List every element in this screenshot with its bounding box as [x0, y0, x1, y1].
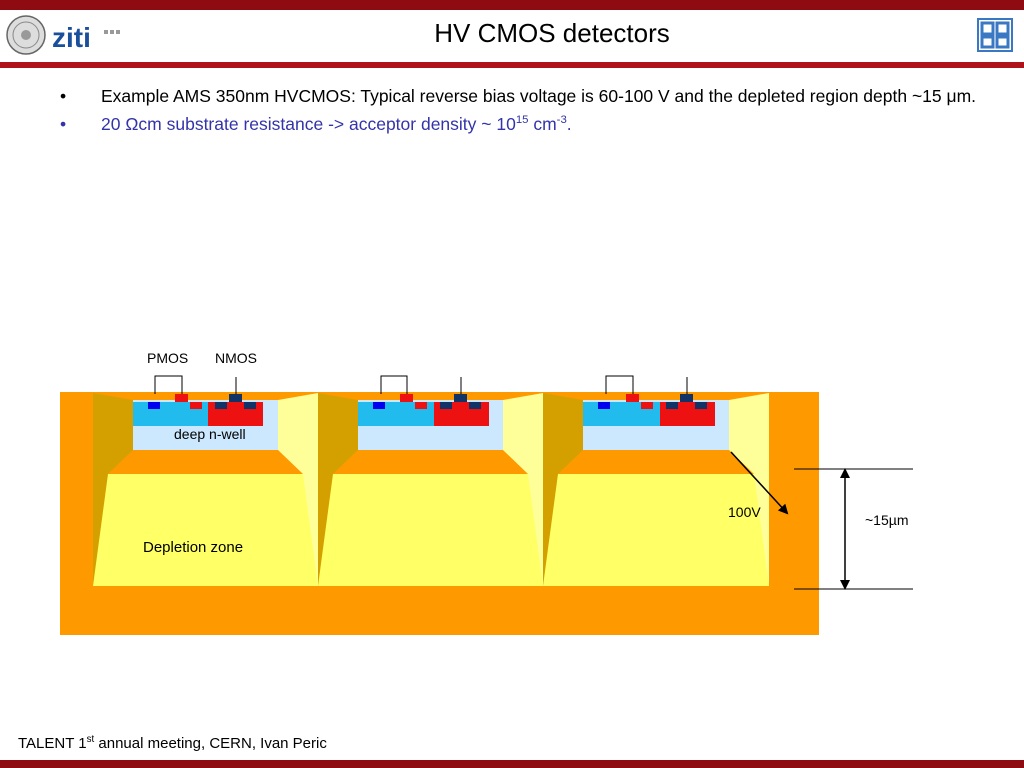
pmos-source [373, 402, 385, 409]
footer-sup: st [86, 734, 95, 745]
footer-bar [0, 760, 1024, 768]
depletion-side-dark [93, 393, 133, 586]
pmos-wire [380, 375, 408, 394]
nmos-source [666, 402, 678, 409]
pixel-cell-2 [318, 375, 543, 586]
deep-n-well [133, 400, 278, 450]
depletion-zone [93, 474, 318, 586]
pmos-wire [605, 375, 634, 394]
nmos-drain [244, 402, 256, 409]
nmos-well [208, 402, 263, 426]
nmos-source [215, 402, 227, 409]
depletion-top-band [558, 450, 754, 474]
depletion-top-band [333, 450, 528, 474]
pixel-cell-3 [543, 375, 769, 586]
label-nmos: NMOS [215, 350, 257, 366]
pmos-gate [626, 394, 639, 402]
label-deep-n-well: deep n-well [174, 426, 246, 442]
bullet-sup-exponent: 15 [515, 114, 529, 127]
pixel-cell-1 [93, 375, 318, 586]
bullet-item-resistance: • 20 Ωcm substrate resistance -> accepto… [60, 112, 990, 136]
pmos-source [598, 402, 610, 409]
nmos-source [440, 402, 452, 409]
depletion-side-light [278, 393, 318, 586]
depletion-top-band [108, 450, 303, 474]
pmos-drain [190, 402, 202, 409]
nmos-gate [680, 394, 693, 402]
bullet-sup-unit: -3 [556, 114, 567, 127]
footer-post: annual meeting, CERN, Ivan Peric [94, 735, 327, 752]
label-depletion-depth: ~15µm [865, 512, 908, 528]
header-top-bar [0, 0, 1024, 10]
pmos-well [583, 402, 660, 426]
bullet-marker: • [60, 114, 67, 134]
pmos-well [133, 402, 208, 426]
label-depletion-zone: Depletion zone [143, 539, 243, 556]
bullet-text-post: . [566, 114, 572, 134]
depletion-zone [318, 474, 543, 586]
depletion-zone [543, 474, 769, 586]
label-pmos: PMOS [147, 350, 188, 366]
bullet-marker: • [60, 86, 67, 106]
deep-n-well [358, 400, 503, 450]
page-title: HV CMOS detectors [434, 18, 670, 48]
footer-text: TALENT 1st annual meeting, CERN, Ivan Pe… [18, 735, 327, 752]
depletion-side-dark [543, 393, 583, 586]
nmos-drain [695, 402, 707, 409]
substrate [60, 392, 819, 635]
nmos-well [434, 402, 489, 426]
deep-n-well [583, 400, 729, 450]
bullet-text-pre: 20 Ωcm substrate resistance -> acceptor … [101, 114, 516, 134]
bullet-item-bias: • Example AMS 350nm HVCMOS: Typical reve… [60, 84, 990, 108]
university-logo-icon [977, 18, 1013, 57]
bias-arrow [730, 451, 789, 515]
nmos-gate [454, 394, 467, 402]
ziti-logo: ziti [6, 14, 126, 63]
depletion-side-dark [318, 393, 358, 586]
label-bias-voltage: 100V [728, 504, 761, 520]
bullet-list: • Example AMS 350nm HVCMOS: Typical reve… [60, 84, 990, 140]
footer-pre: TALENT 1 [18, 735, 87, 752]
bullet-text: Example AMS 350nm HVCMOS: Typical revers… [101, 86, 977, 106]
bullet-text-mid: cm [528, 114, 557, 134]
pmos-well [358, 402, 434, 426]
pmos-drain [641, 402, 653, 409]
pmos-source [148, 402, 160, 409]
pmos-gate [175, 394, 188, 402]
nmos-drain [469, 402, 481, 409]
depletion-side-light [729, 393, 769, 586]
nmos-gate [229, 394, 242, 402]
nmos-well [660, 402, 715, 426]
depletion-side-light [503, 393, 543, 586]
header-underline [0, 62, 1024, 68]
pmos-drain [415, 402, 427, 409]
pmos-gate [400, 394, 413, 402]
pmos-wire [154, 375, 183, 394]
ziti-logo-text: ziti [52, 22, 91, 53]
